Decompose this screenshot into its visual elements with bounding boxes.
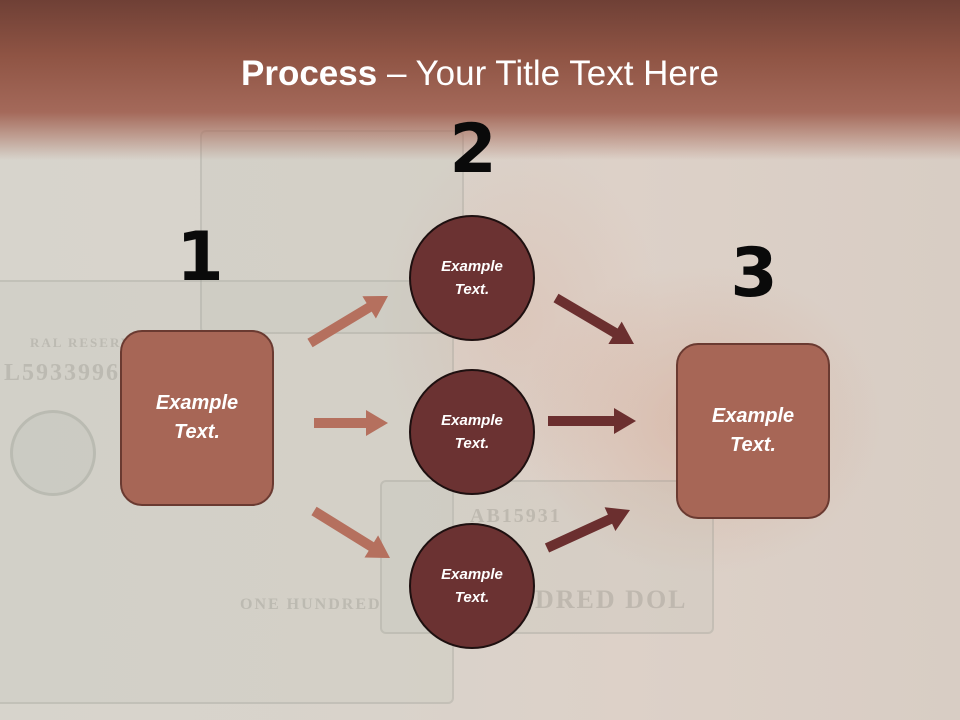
seal-icon: [10, 410, 96, 496]
step-number-2: 2: [449, 110, 497, 189]
circle-middle-text: Example Text.: [441, 412, 503, 452]
bg-one-hundred: ONE HUNDRED: [240, 596, 382, 613]
bg-denomination: DRED DOL: [535, 585, 688, 614]
arrow-to-circle-bottom-icon: [311, 506, 390, 558]
slide-title[interactable]: Process – Your Title Text Here: [0, 52, 960, 96]
circle-bottom[interactable]: Example Text.: [409, 523, 535, 649]
header-band: [0, 0, 960, 160]
arrow-to-circle-middle-icon: [314, 410, 388, 436]
step-number-3: 3: [730, 234, 778, 313]
step-3-text: Example Text.: [711, 405, 795, 456]
arrow-to-circle-top-icon: [307, 296, 388, 348]
circle-bottom-text: Example Text.: [441, 566, 503, 606]
step-1-box[interactable]: Example Text.: [120, 330, 274, 506]
arrow-from-circle-top-icon: [553, 293, 634, 344]
title-rest: – Your Title Text Here: [377, 54, 719, 93]
step-3-box[interactable]: Example Text.: [676, 343, 830, 519]
step-1-text: Example Text.: [155, 392, 239, 443]
bg-serial: L59339961: [4, 360, 135, 386]
circle-top-text: Example Text.: [441, 258, 503, 298]
arrow-from-circle-middle-icon: [548, 408, 636, 434]
bg-reserve: RAL RESERVE: [30, 335, 143, 350]
bg-serial-2: AB15931: [470, 505, 562, 527]
title-bold: Process: [241, 54, 378, 93]
circle-top[interactable]: Example Text.: [409, 215, 535, 341]
circle-middle[interactable]: Example Text.: [409, 369, 535, 495]
arrow-from-circle-bottom-icon: [544, 507, 630, 553]
step-number-1: 1: [176, 218, 224, 297]
